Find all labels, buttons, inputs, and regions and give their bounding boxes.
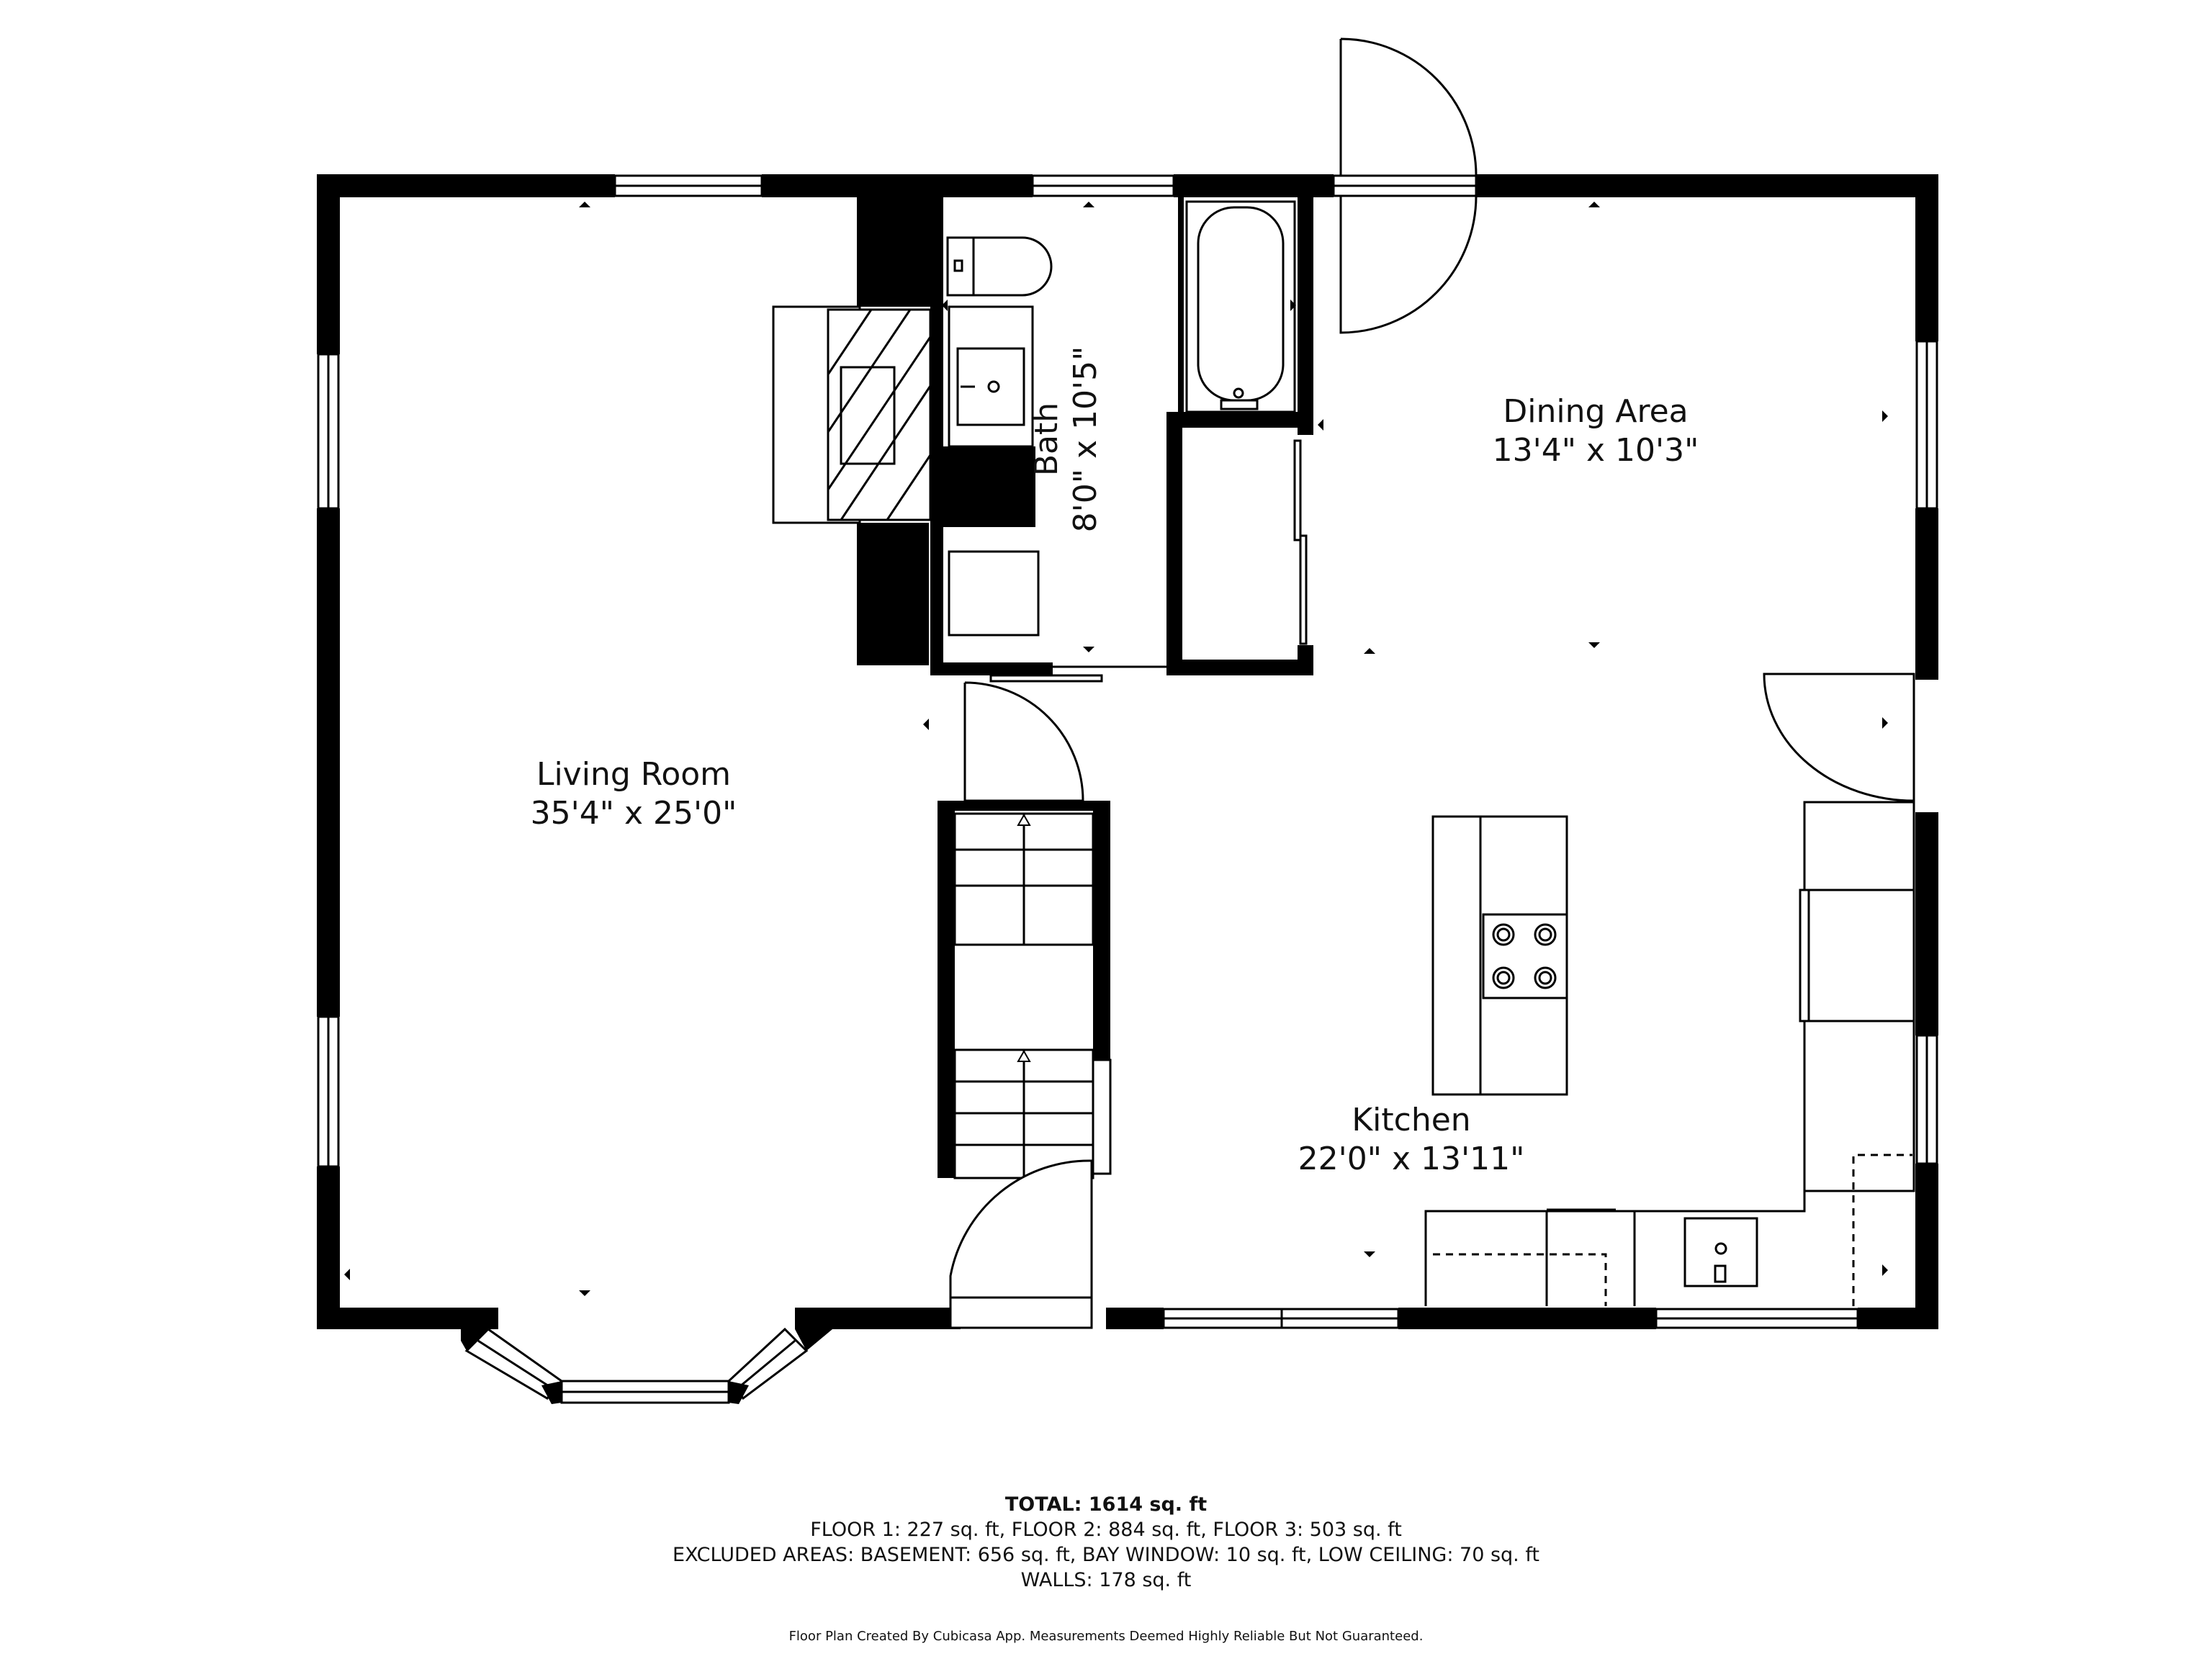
marker [923,719,929,730]
wall-right-2 [1915,508,1938,680]
closet-slider-1 [1293,439,1302,541]
stair-wall-top [938,801,1110,811]
stair-bottom-door-swing [949,1159,1093,1308]
marker [579,202,590,207]
wall-left-1 [317,174,340,354]
dining-area-dims: 13'4" x 10'3" [1493,432,1699,469]
closet-wall-right-stub [1298,645,1313,675]
kitchen-dims: 22'0" x 13'11" [1298,1141,1525,1177]
closet-door [1293,439,1308,645]
door-swing-top-outer [1339,37,1478,177]
marker [1318,419,1323,431]
fireplace-insert [840,366,896,465]
total-area: TOTAL: 1614 sq. ft [1004,1493,1208,1516]
bathtub-basin [1197,206,1285,402]
bath-door [989,665,1166,683]
bay-corner-left [541,1381,562,1404]
area-summary: TOTAL: 1614 sq. ft FLOOR 1: 227 sq. ft, … [0,1492,2212,1593]
closet-slider-2 [1299,534,1308,645]
wall-left-3 [317,1166,340,1329]
windows [317,174,1938,1329]
closet-wall-top [1166,412,1312,428]
bay-wall-left [461,1308,498,1351]
wall-right-4 [1915,1164,1938,1329]
bay-corner-right [729,1381,749,1404]
stair-arrow-lower [1017,1049,1031,1062]
tub-wall-right [1298,197,1313,435]
bath-wall-left [930,197,943,675]
stair-wall-right [1093,801,1110,1060]
markers [344,202,1888,1296]
wall-right-1 [1915,174,1938,341]
living-room-dims: 35'4" x 25'0" [531,795,737,832]
wall-top-2 [762,174,1033,197]
closet-wall-left [1166,412,1182,675]
floor-areas: FLOOR 1: 227 sq. ft, FLOOR 2: 884 sq. ft… [810,1519,1402,1541]
stair-bottom-threshold [949,1296,1093,1329]
entry-door-top [1332,37,1478,334]
wall-bottom-3 [1106,1308,1164,1329]
marker [344,1269,350,1280]
kitchen-counter-bottom [1424,1191,1806,1306]
marker [1083,202,1094,207]
stair-rail [1092,1058,1112,1175]
closet-wall-bottom [1166,660,1313,675]
kitchen-fixtures [1424,673,1915,1306]
tub-wall-left [1178,197,1184,412]
excluded-areas: EXCLUDED AREAS: BASEMENT: 656 sq. ft, BA… [673,1544,1539,1566]
wall-bottom-4 [1398,1308,1656,1329]
wall-top-1 [317,174,615,197]
marker [1882,717,1888,729]
credit-note: Floor Plan Created By Cubicasa App. Meas… [788,1629,1424,1644]
marker [1290,300,1296,311]
kitchen-side-door-swing [1763,673,1915,802]
kitchen-name: Kitchen [1352,1102,1470,1138]
chimney-block-bottom [857,523,929,665]
bath-fixtures [946,200,1296,637]
bath-name: Bath [1028,403,1065,476]
bath-cabinet [948,550,1040,637]
refrigerator [1799,889,1915,1022]
bath-door-slider [989,674,1103,683]
bay-window [461,1308,832,1404]
marker [942,300,948,311]
stair-door-swing [963,681,1084,802]
chimney-block-top [857,197,943,307]
marker [1588,642,1600,648]
dining-area-name: Dining Area [1503,393,1688,430]
wall-right-3 [1915,812,1938,1035]
marker [1083,647,1094,652]
door-swing-top-inner [1339,194,1478,334]
room-labels: Living Room 35'4" x 25'0" Dining Area 13… [531,346,1699,1177]
marker [1588,202,1600,207]
marker [579,1290,590,1296]
marker [1364,648,1375,654]
interior-walls [857,197,1313,675]
bath-wall-bottom-left [930,662,1053,675]
bath-vanity-wall [930,446,1035,527]
dishwasher-outline [1433,1253,1607,1306]
stairs [938,681,1112,1329]
living-room-name: Living Room [536,756,731,793]
stair-wall-left [938,801,955,1178]
exterior-walls [317,174,1938,1329]
walls-area: WALLS: 178 sq. ft [1020,1569,1192,1591]
marker [1882,1264,1888,1276]
marker [1882,410,1888,422]
wall-bottom-5 [1858,1308,1938,1329]
stair-arrow-upper [1017,813,1031,826]
fireplace [772,305,932,524]
toilet-bowl [972,236,1053,297]
wall-left-2 [317,508,340,1017]
marker [1364,1251,1375,1257]
wall-top-3 [1174,174,1334,197]
bath-dims: 8'0" x 10'5" [1067,346,1104,533]
wall-top-4 [1476,174,1938,197]
bay-wall-right [795,1308,832,1351]
